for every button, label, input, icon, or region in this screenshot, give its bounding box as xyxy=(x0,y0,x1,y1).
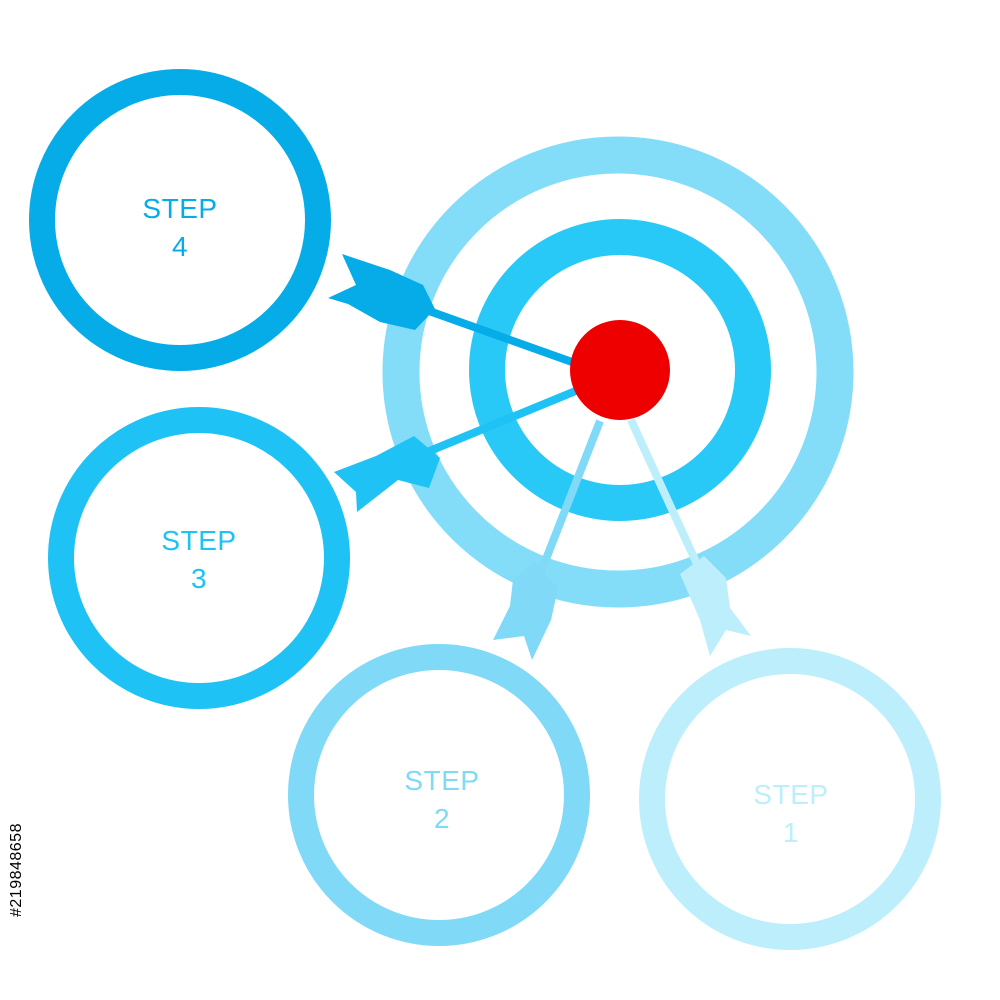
arrow-step-4 xyxy=(328,254,574,366)
step-2-circle xyxy=(288,644,590,946)
arrow-step-3 xyxy=(334,386,580,512)
step-3-circle xyxy=(48,407,350,709)
arrow-step-3-fletching xyxy=(334,436,440,512)
step-3-label: STEP 3 xyxy=(119,522,279,598)
step-4-circle xyxy=(29,69,331,371)
target-inner-ring xyxy=(469,219,771,521)
arrow-step-4-fletching xyxy=(328,254,435,330)
step-2-word: STEP xyxy=(404,765,480,796)
step-4-label: STEP 4 xyxy=(100,190,260,266)
step-1-label: STEP 1 xyxy=(711,776,871,852)
step-3-number: 3 xyxy=(190,563,208,594)
stock-id-text: #219848658 xyxy=(8,823,25,917)
step-4-number: 4 xyxy=(171,231,189,262)
arrow-step-2 xyxy=(493,419,604,660)
step-1-circle xyxy=(639,648,941,950)
arrow-step-1 xyxy=(627,418,751,656)
arrow-step-1-fletching xyxy=(680,556,751,656)
arrow-step-2-shaft xyxy=(526,419,604,602)
target-outer-ring xyxy=(382,136,854,608)
arrow-step-2-fletching xyxy=(493,562,558,660)
step-3-word: STEP xyxy=(161,525,237,556)
arrow-step-1-shaft xyxy=(627,418,706,577)
step-1-number: 1 xyxy=(782,817,800,848)
bullseye xyxy=(570,320,670,420)
step-2-label: STEP 2 xyxy=(362,762,522,838)
step-4-word: STEP xyxy=(142,193,218,224)
step-1-word: STEP xyxy=(753,779,829,810)
step-2-number: 2 xyxy=(433,803,451,834)
